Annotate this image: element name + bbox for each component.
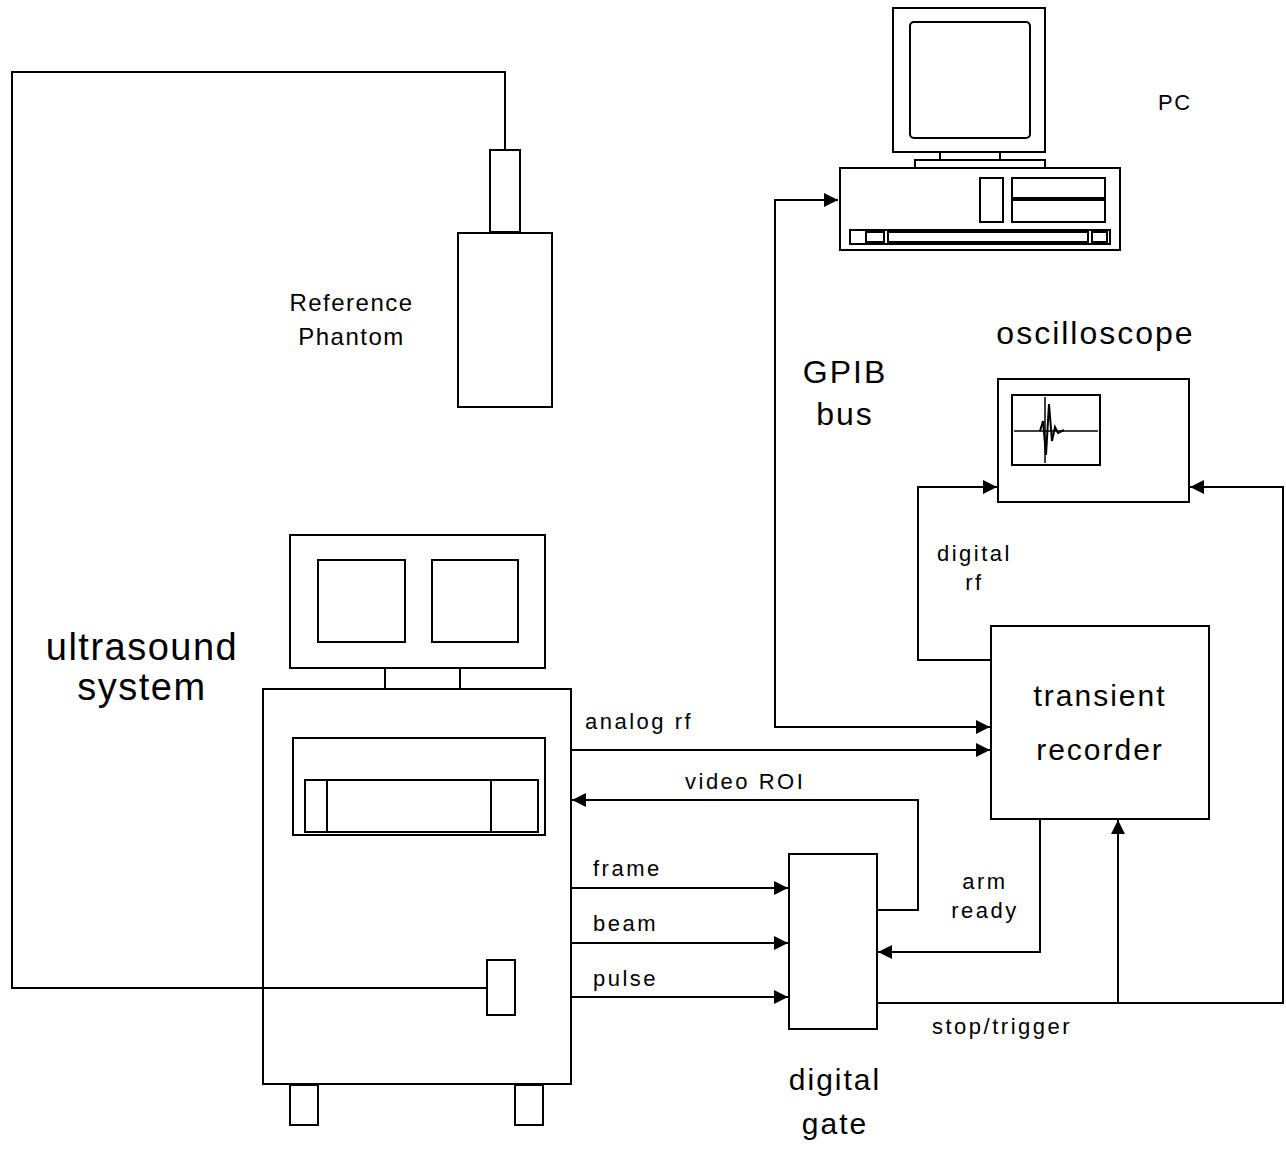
monitor-screen bbox=[432, 560, 518, 642]
keyboard-strip bbox=[850, 230, 1110, 244]
key bbox=[866, 232, 884, 242]
monitor-base bbox=[915, 160, 1045, 168]
monitor-stand bbox=[940, 152, 1000, 160]
wheel bbox=[290, 1085, 318, 1125]
node-label: oscilloscope bbox=[959, 314, 1232, 352]
deck-end bbox=[491, 780, 538, 832]
monitor-case bbox=[290, 535, 545, 668]
node-label: Reference Phantom bbox=[259, 286, 444, 353]
recorder-box: transient recorder bbox=[990, 625, 1210, 820]
drive-bay bbox=[1012, 200, 1105, 222]
signal-line bbox=[878, 820, 1118, 1003]
system-unit bbox=[840, 168, 1120, 250]
drive-bay bbox=[1012, 178, 1105, 198]
key bbox=[1092, 232, 1107, 242]
monitor-screen bbox=[910, 22, 1030, 138]
signal-line bbox=[775, 200, 990, 727]
signal-label: analog rf bbox=[585, 708, 693, 737]
signal-label: video ROI bbox=[685, 768, 805, 797]
signal-label: beam bbox=[593, 910, 658, 939]
signal-line bbox=[918, 487, 997, 660]
signal-line bbox=[878, 487, 1283, 1003]
ultrasound-drawing bbox=[290, 535, 545, 1125]
gate-box: digital gate bbox=[788, 853, 878, 1030]
signal-label: GPIB bus bbox=[785, 352, 905, 435]
control-panel bbox=[293, 738, 545, 835]
probe-port bbox=[487, 960, 515, 1015]
node-label: transient recorder bbox=[992, 669, 1208, 777]
tape-deck bbox=[305, 780, 538, 832]
oscilloscope-box: oscilloscope bbox=[997, 378, 1190, 503]
rf-waveform bbox=[1040, 404, 1064, 455]
monitor-case bbox=[893, 8, 1045, 152]
signal-line bbox=[572, 887, 788, 889]
signal-line bbox=[12, 72, 505, 988]
scope-screen bbox=[1012, 395, 1100, 465]
signal-label: pulse bbox=[593, 965, 658, 994]
monitor-screen bbox=[318, 560, 405, 642]
node-label: ultrasound system bbox=[22, 628, 262, 708]
monitor-post bbox=[384, 668, 386, 688]
signal-label: digital rf bbox=[932, 540, 1017, 597]
ultrasound-cabinet: ultrasound system bbox=[262, 688, 572, 1085]
signal-label: arm ready bbox=[940, 868, 1030, 925]
computer-drawing bbox=[840, 8, 1120, 250]
key bbox=[888, 232, 1088, 242]
drive-slot bbox=[980, 178, 1003, 222]
signal-label: frame bbox=[593, 855, 662, 884]
deck-end bbox=[305, 780, 327, 832]
transducer-probe bbox=[490, 150, 520, 232]
computer: PC bbox=[838, 6, 1120, 250]
node-label: PC bbox=[1158, 90, 1228, 116]
signal-line bbox=[572, 996, 788, 998]
signal-label: stop/trigger bbox=[932, 1013, 1072, 1042]
signal-line bbox=[572, 942, 788, 944]
wheel bbox=[515, 1085, 543, 1125]
oscilloscope-screen bbox=[1012, 395, 1100, 465]
signal-line bbox=[572, 749, 990, 751]
monitor-post bbox=[459, 668, 461, 688]
phantom-box: Reference Phantom bbox=[457, 232, 553, 408]
node-label: digital gate bbox=[765, 1058, 905, 1145]
signal-line bbox=[878, 820, 1040, 952]
